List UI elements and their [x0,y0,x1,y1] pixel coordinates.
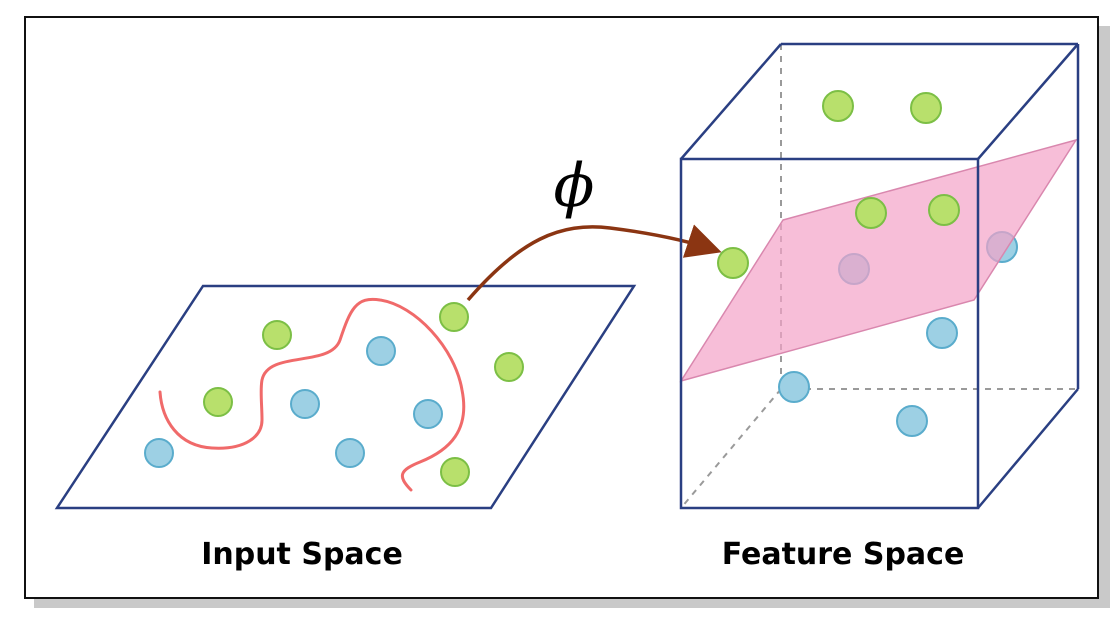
input-point-class-a [262,320,292,350]
input-point-class-a [439,302,469,332]
input-point-class-a [203,387,233,417]
input-class-a-points [203,302,524,487]
input-plane [54,284,637,510]
feature-point-class-b [778,371,810,403]
feature-point-class-a [910,92,942,124]
input-point-class-b [144,438,174,468]
decision-boundary-curve [158,297,466,492]
input-point-class-b [335,438,365,468]
input-point-class-a [494,352,524,382]
input-class-b-points [144,336,443,468]
feature-point-class-b [926,317,958,349]
input-point-class-b [290,389,320,419]
feature-front-points [717,194,960,437]
cube-hidden-edges [680,44,1078,509]
feature-point-class-a [928,194,960,226]
feature-point-class-b [896,405,928,437]
input-space-label: Input Space [201,537,403,572]
input-point-class-b [413,399,443,429]
feature-space-label: Feature Space [721,537,965,572]
input-point-class-a [440,457,470,487]
feature-point-class-a [822,90,854,122]
mapping-symbol: ϕ [553,151,595,221]
cube-visible-edges [679,42,1080,510]
feature-point-class-a [855,197,887,229]
feature-point-class-a [717,247,749,279]
input-point-class-b [366,336,396,366]
